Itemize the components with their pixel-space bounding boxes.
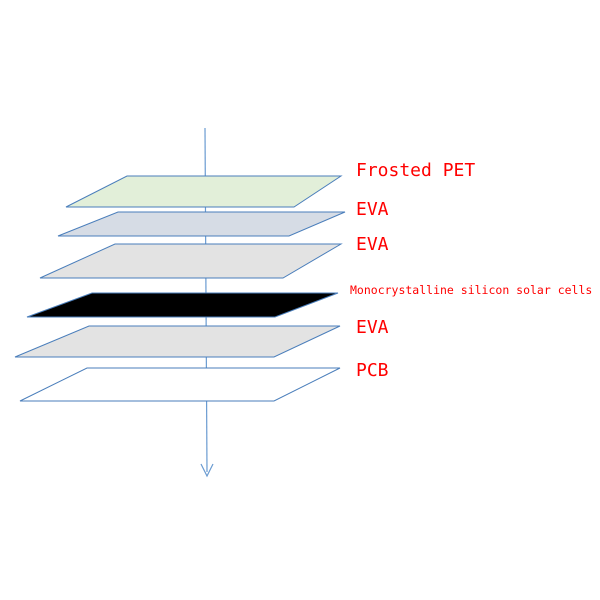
layer-eva-2 <box>39 243 343 279</box>
label-eva-3: EVA <box>356 317 389 338</box>
layer-eva-3 <box>14 325 341 358</box>
label-frosted-pet: Frosted PET <box>356 160 476 181</box>
label-pcb: PCB <box>356 360 389 381</box>
layer-pcb <box>19 367 341 402</box>
label-eva-1: EVA <box>356 199 389 220</box>
arrow-head <box>200 463 214 478</box>
label-monocrystalline-cells: Monocrystalline silicon solar cells <box>350 283 593 297</box>
layer-monocrystalline-cells <box>26 292 339 318</box>
layer-eva-1 <box>57 211 346 237</box>
layer-frosted-pet <box>65 175 343 208</box>
label-eva-2: EVA <box>356 234 389 255</box>
